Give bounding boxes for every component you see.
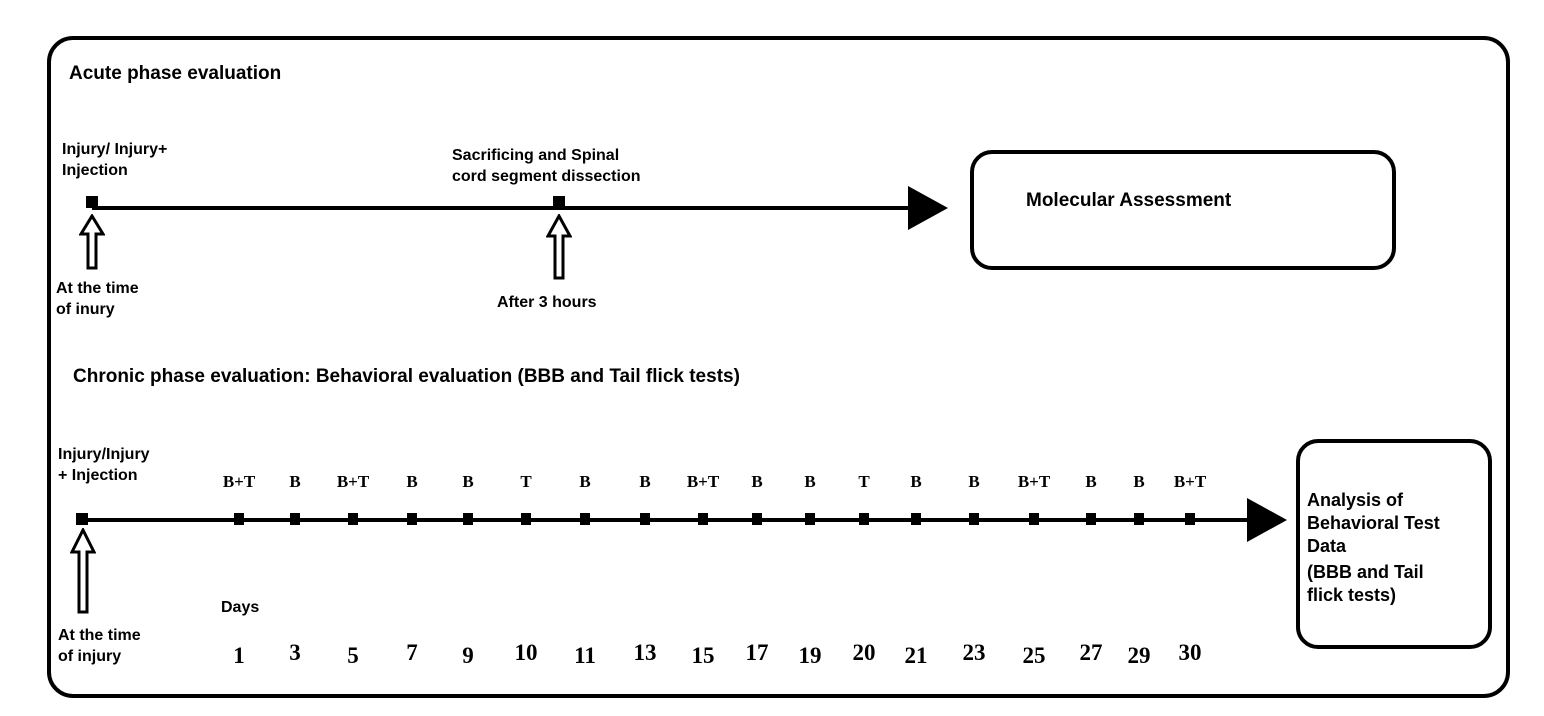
timepoint-marker [969, 513, 979, 525]
timepoint-day-label: 29 [1127, 643, 1151, 668]
timepoint-day-label: 17 [745, 640, 769, 665]
timepoint-marker [234, 513, 244, 525]
acute-start-below-2: of inury [56, 301, 115, 318]
timepoint-test-label: T [520, 472, 532, 491]
acute-start-label-1: Injury/ Injury+ [62, 141, 168, 158]
timepoint-marker [859, 513, 869, 525]
timepoint-test-label: B+T [686, 472, 720, 491]
timepoint-test-label: B [968, 472, 980, 491]
timepoint-marker [640, 513, 650, 525]
behavioral-analysis-box: Analysis of Behavioral Test Data (BBB an… [1296, 439, 1492, 649]
timepoint-test-label: B+T [222, 472, 256, 491]
up-arrow-icon [79, 214, 105, 270]
timepoint-day-label: 1 [233, 643, 245, 668]
timepoint-marker [290, 513, 300, 525]
up-arrow-icon [70, 528, 96, 614]
timepoint-test-label: T [858, 472, 870, 491]
timepoint-day-label: 19 [798, 643, 822, 668]
behavioral-analysis-label-1: Analysis of [1307, 490, 1404, 510]
behavioral-analysis-label-3: Data [1307, 536, 1347, 556]
timepoint-test-label: B [804, 472, 816, 491]
timepoint-test-label: B [1085, 472, 1097, 491]
behavioral-analysis-label-5: flick tests) [1307, 585, 1397, 605]
timepoint-day-label: 13 [633, 640, 657, 665]
timepoint-test-label: B [579, 472, 591, 491]
days-label: Days [221, 599, 260, 616]
chronic-timeline [82, 518, 1254, 522]
acute-timeline [92, 206, 914, 210]
timepoint-day-label: 5 [347, 643, 359, 668]
acute-mid-marker [553, 196, 565, 208]
timepoint-marker [1134, 513, 1144, 525]
timepoint-day-label: 30 [1178, 640, 1202, 665]
timepoint-marker [521, 513, 531, 525]
timepoint-marker [752, 513, 762, 525]
behavioral-analysis-label-4: (BBB and Tail [1307, 562, 1424, 582]
timepoint-test-label: B [462, 472, 474, 491]
chronic-start-below-2: of injury [58, 648, 122, 665]
behavioral-analysis-label-2: Behavioral Test [1307, 513, 1440, 533]
acute-phase-title: Acute phase evaluation [69, 63, 282, 84]
acute-start-label-2: Injection [62, 162, 128, 179]
timepoint-test-label: B [406, 472, 418, 491]
chronic-phase-title: Chronic phase evaluation: Behavioral eva… [73, 366, 740, 387]
timepoint-day-label: 21 [904, 643, 928, 668]
acute-mid-label-1: Sacrificing and Spinal [452, 147, 620, 164]
timepoint-marker [348, 513, 358, 525]
timepoint-test-label: B [910, 472, 922, 491]
timepoint-marker [1086, 513, 1096, 525]
timepoint-marker [1029, 513, 1039, 525]
molecular-assessment-label: Molecular Assessment [1026, 190, 1232, 211]
timepoint-day-label: 11 [574, 643, 596, 668]
timepoint-test-label: B [289, 472, 301, 491]
chronic-start-marker [76, 513, 88, 525]
chronic-start-label-2: + Injection [58, 467, 138, 484]
acute-start-marker [86, 196, 98, 208]
timepoint-day-label: 10 [514, 640, 538, 665]
timepoint-marker [580, 513, 590, 525]
timepoint-test-label: B+T [336, 472, 370, 491]
timepoint-test-label: B [1133, 472, 1145, 491]
timepoint-marker [805, 513, 815, 525]
up-arrow-icon [546, 214, 572, 280]
timepoint-marker [1185, 513, 1195, 525]
timepoint-test-label: B+T [1173, 472, 1207, 491]
timepoint-test-label: B [639, 472, 651, 491]
timepoint-marker [463, 513, 473, 525]
acute-start-below-1: At the time [56, 280, 139, 297]
timepoint-day-label: 7 [406, 640, 418, 665]
chronic-start-label-1: Injury/Injury [58, 446, 150, 463]
timepoint-day-label: 27 [1079, 640, 1103, 665]
timepoint-day-label: 23 [962, 640, 986, 665]
timepoint-day-label: 3 [289, 640, 301, 665]
timepoint-day-label: 15 [691, 643, 715, 668]
acute-mid-label-2: cord segment dissection [452, 168, 641, 185]
timepoint-marker [911, 513, 921, 525]
chronic-start-below-1: At the time [58, 627, 141, 644]
timepoint-marker [407, 513, 417, 525]
acute-arrowhead-icon [908, 186, 948, 230]
chronic-arrowhead-icon [1247, 498, 1287, 542]
timepoint-day-label: 25 [1022, 643, 1046, 668]
diagram-frame [47, 36, 1510, 698]
timepoint-day-label: 20 [852, 640, 876, 665]
timepoint-day-label: 9 [462, 643, 474, 668]
molecular-assessment-box: Molecular Assessment [970, 150, 1396, 270]
timepoint-test-label: B+T [1017, 472, 1051, 491]
timepoint-test-label: B [751, 472, 763, 491]
timepoint-marker [698, 513, 708, 525]
acute-mid-below: After 3 hours [497, 294, 597, 311]
